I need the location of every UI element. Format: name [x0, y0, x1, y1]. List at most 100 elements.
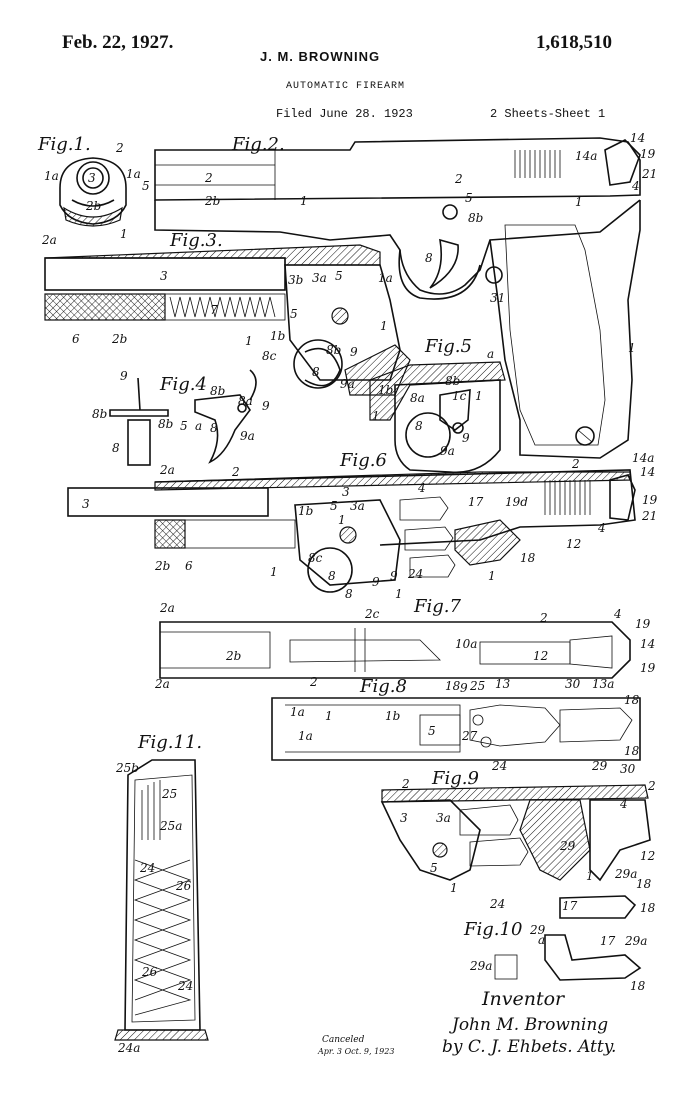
svg-text:18: 18: [630, 979, 646, 993]
signature-block: Inventor John M. Browning by C. J. Ehbet…: [317, 988, 616, 1057]
svg-text:8: 8: [210, 421, 218, 435]
svg-text:1: 1: [325, 709, 333, 723]
svg-text:29: 29: [591, 759, 608, 773]
svg-text:24: 24: [407, 567, 423, 581]
fig4-label: Fig.4: [159, 374, 207, 395]
svg-text:1: 1: [586, 869, 594, 883]
svg-text:14a: 14a: [632, 451, 654, 465]
svg-text:1a: 1a: [126, 167, 141, 181]
filed-date: Filed June 28. 1923: [276, 107, 413, 121]
svg-text:1: 1: [628, 341, 636, 355]
svg-text:1a: 1a: [44, 169, 59, 183]
svg-text:26: 26: [141, 965, 158, 979]
fig7-label: Fig.7: [413, 596, 461, 617]
svg-text:a: a: [538, 933, 545, 947]
svg-text:9: 9: [372, 575, 380, 589]
svg-text:5: 5: [290, 307, 298, 321]
svg-text:1: 1: [338, 513, 346, 527]
svg-text:2: 2: [539, 611, 548, 625]
sheet-count: 2 Sheets-Sheet 1: [490, 107, 606, 121]
svg-text:19d: 19d: [505, 495, 528, 509]
svg-text:29a: 29a: [614, 867, 637, 881]
svg-text:12: 12: [640, 849, 655, 863]
svg-text:9a: 9a: [240, 429, 255, 443]
svg-text:2: 2: [309, 675, 318, 689]
svg-text:8: 8: [415, 419, 423, 433]
svg-text:19: 19: [640, 661, 656, 675]
figure-7: Fig.7 2a 2b 2c 10a 12 2 4 19 14 19 2a 2 …: [154, 596, 656, 691]
svg-text:1: 1: [245, 334, 253, 348]
svg-text:5: 5: [180, 419, 188, 433]
canceled-stamp: Canceled: [322, 1035, 365, 1045]
svg-text:2: 2: [647, 779, 656, 793]
svg-text:9: 9: [262, 399, 270, 413]
svg-text:2a: 2a: [159, 601, 175, 615]
patent-date: Feb. 22, 1927.: [62, 32, 174, 53]
svg-text:18: 18: [624, 693, 640, 707]
svg-text:24: 24: [489, 897, 505, 911]
figure-10: Fig.10 18 17 18 29 a 17 29a 29a 18: [463, 877, 656, 993]
svg-text:1: 1: [575, 195, 583, 209]
svg-text:6: 6: [72, 332, 80, 346]
svg-text:19: 19: [640, 147, 656, 161]
svg-text:5: 5: [465, 191, 473, 205]
svg-text:1: 1: [380, 319, 388, 333]
svg-text:21: 21: [641, 167, 657, 181]
svg-text:2a: 2a: [41, 233, 57, 247]
svg-text:8c: 8c: [308, 551, 323, 565]
svg-text:8b: 8b: [210, 384, 225, 398]
figure-3: Fig.3. 3 2a 6 2b 7 3b 3a 5 1a 5 1b 8c 1 …: [41, 230, 411, 396]
svg-text:8a: 8a: [238, 394, 253, 408]
svg-text:1: 1: [488, 569, 496, 583]
svg-text:13: 13: [495, 677, 511, 691]
fig1-label: Fig.1.: [37, 134, 91, 155]
svg-text:12: 12: [566, 537, 581, 551]
svg-text:14: 14: [640, 465, 655, 479]
svg-text:10a: 10a: [455, 637, 477, 651]
svg-text:1b: 1b: [270, 329, 285, 343]
figure-6: Fig.6 3 2a 2 3 3a 5 1b 1 4 17 19d: [67, 450, 658, 601]
svg-text:8: 8: [345, 587, 353, 601]
svg-text:8: 8: [112, 441, 120, 455]
fig8-label: Fig.8: [359, 676, 407, 697]
svg-text:8b: 8b: [158, 417, 173, 431]
svg-text:1b: 1b: [385, 709, 400, 723]
svg-text:3: 3: [82, 497, 90, 511]
svg-text:1a: 1a: [290, 705, 305, 719]
fig2-label: Fig.2.: [231, 134, 285, 155]
svg-text:2b: 2b: [85, 199, 101, 213]
svg-text:4: 4: [631, 179, 640, 193]
svg-text:14a: 14a: [575, 149, 597, 163]
svg-text:19: 19: [642, 493, 658, 507]
fig6-label: Fig.6: [339, 450, 387, 471]
svg-text:5: 5: [335, 269, 343, 283]
svg-text:2b: 2b: [225, 649, 241, 663]
svg-text:1: 1: [450, 881, 458, 895]
svg-text:30: 30: [620, 762, 636, 776]
svg-text:14: 14: [630, 131, 645, 145]
svg-text:3: 3: [88, 171, 96, 185]
svg-text:2a: 2a: [159, 463, 175, 477]
svg-text:3a: 3a: [350, 499, 365, 513]
svg-text:13a: 13a: [592, 677, 614, 691]
svg-text:2b: 2b: [154, 559, 170, 573]
inventor-label: Inventor: [481, 988, 566, 1010]
fig11-label: Fig.11.: [137, 732, 202, 753]
svg-text:8: 8: [425, 251, 433, 265]
svg-text:25: 25: [161, 787, 177, 801]
svg-text:8: 8: [328, 569, 336, 583]
svg-text:24: 24: [491, 759, 507, 773]
svg-text:24: 24: [177, 979, 193, 993]
svg-text:18: 18: [636, 877, 652, 891]
svg-text:24: 24: [139, 861, 155, 875]
svg-text:1c: 1c: [452, 389, 467, 403]
svg-text:8b: 8b: [326, 343, 341, 357]
svg-text:a: a: [195, 419, 202, 433]
inventor-signature: John M. Browning: [449, 1015, 608, 1035]
svg-text:1a: 1a: [298, 729, 313, 743]
svg-text:25b: 25b: [115, 761, 139, 775]
figure-8: Fig.8 1a 1 1b 5 1a 18 9 25 27 24 30 13a …: [271, 676, 641, 776]
svg-text:2c: 2c: [364, 607, 380, 621]
svg-text:2: 2: [454, 172, 463, 186]
svg-text:2: 2: [231, 465, 240, 479]
